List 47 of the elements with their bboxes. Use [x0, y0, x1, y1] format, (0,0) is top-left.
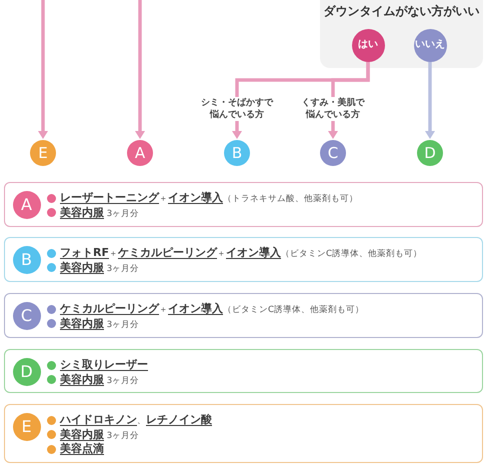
plan-box: [4, 293, 483, 338]
option-letter: A: [21, 196, 32, 212]
edge-label: シミ・そばかすで悩んでいる方: [200, 97, 274, 121]
letter-circle: [12, 358, 40, 386]
option-letter: E: [38, 146, 48, 160]
letter-circle: [12, 302, 40, 330]
letter-circle: [224, 140, 250, 166]
treatment-text: ケミカルピーリング＋イオン導入（ビタミンC誘導体、他薬剤も可）: [60, 302, 364, 316]
option-letter: E: [21, 418, 32, 434]
letter-circle: [12, 190, 40, 218]
letter-circle: [30, 140, 56, 166]
question-panel: [320, 0, 483, 68]
treatment-text: 美容内服 3ヶ月分: [60, 260, 140, 274]
plan-box: [4, 404, 483, 463]
letter-circle: [417, 140, 443, 166]
treatment-text: レーザートーニング＋イオン導入（トラネキサム酸、他薬剤も可）: [60, 191, 358, 205]
treatment-text: 美容内服 3ヶ月分: [60, 428, 140, 442]
answer-label: いいえ: [415, 40, 445, 50]
letter-circle: [127, 140, 153, 166]
option-letter: D: [424, 146, 436, 160]
letter-circle: [320, 140, 346, 166]
answer-label: はい: [358, 40, 378, 50]
treatment-text: 美容内服 3ヶ月分: [60, 372, 140, 386]
arrow: [425, 62, 435, 139]
option-letter: A: [134, 146, 146, 160]
option-letter: B: [232, 146, 242, 160]
treatment-text: 美容内服 3ヶ月分: [60, 316, 140, 330]
arrow: [38, 0, 48, 139]
arrow: [135, 0, 145, 139]
plan-box: [4, 182, 483, 227]
answer-circle: [414, 28, 446, 62]
treatment-text: フォトRF＋ケミカルピーリング＋イオン導入（ビタミンC誘導体、他薬剤も可）: [60, 246, 422, 260]
option-letter: D: [20, 364, 33, 380]
question-text: ダウンタイムがない方がいい: [324, 5, 480, 18]
arrow: [328, 62, 370, 139]
letter-circle: [12, 246, 40, 274]
treatment-text: シミ取りレーザー: [60, 358, 148, 372]
treatment-text: 美容点滴: [60, 442, 104, 456]
option-letter: C: [328, 146, 338, 160]
option-letter: B: [21, 252, 32, 268]
option-letter: C: [20, 308, 32, 324]
letter-circle: [12, 412, 40, 440]
answer-circle: [352, 28, 384, 62]
plan-box: [4, 237, 483, 282]
plan-box: [4, 349, 483, 393]
treatment-text: ハイドロキノン、レチノイン酸: [60, 413, 212, 427]
treatment-text: 美容内服 3ヶ月分: [60, 206, 140, 220]
